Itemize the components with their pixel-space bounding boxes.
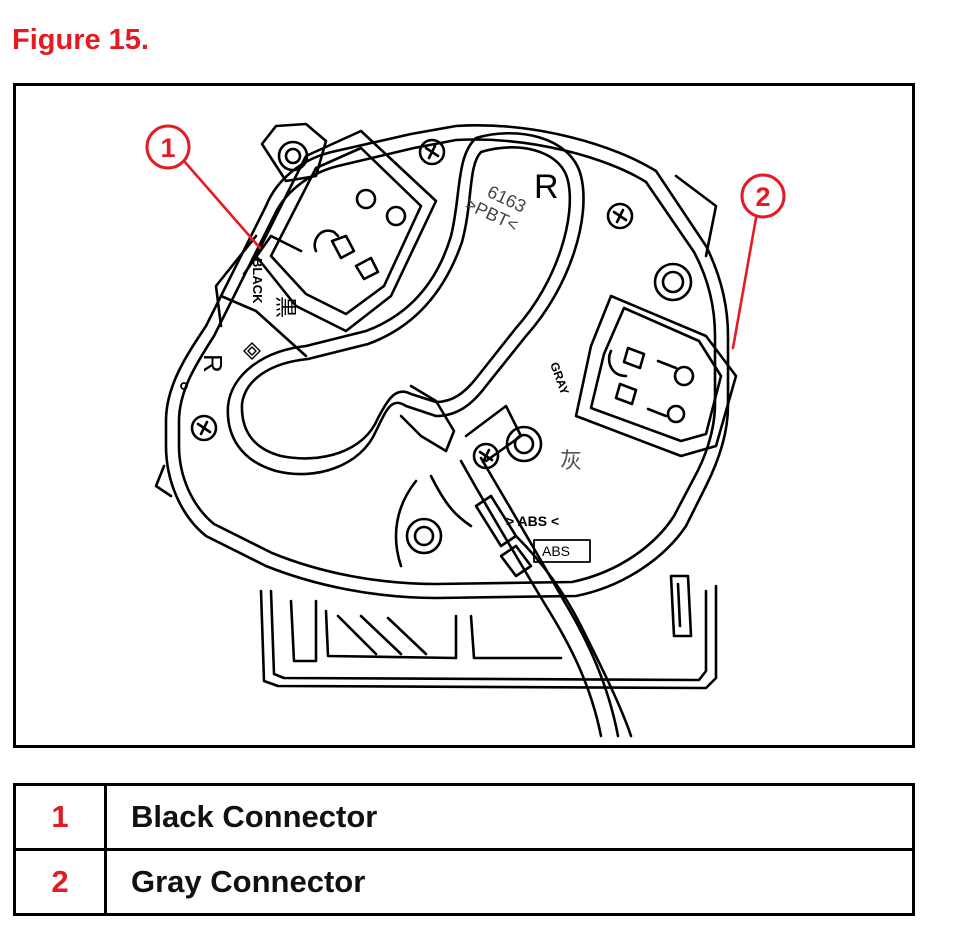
mounting-lugs: [260, 122, 693, 555]
sensor-cover: [226, 131, 585, 476]
legend-row: 2 Gray Connector: [13, 848, 915, 916]
legend-row: 1 Black Connector: [13, 783, 915, 851]
abs-marking-text: > ABS <: [506, 513, 559, 529]
legend-label: Gray Connector: [104, 848, 915, 916]
r-mark-side: R: [198, 354, 228, 373]
black-label-text: BLACK: [250, 258, 265, 304]
r-mark-main: R: [534, 168, 559, 206]
figure-title: Figure 15.: [12, 24, 149, 56]
black-kanji-text: 黒: [272, 296, 297, 318]
gray-label-text: GRAY: [547, 360, 572, 396]
gray-connector: [574, 294, 738, 458]
abs-box-outline: [533, 539, 591, 563]
figure-frame: BLACK 黒 GRAY 灰 R R 6163 >PBT< > ABS < AB…: [13, 83, 915, 748]
base-bracket: [259, 574, 718, 690]
callout-2: 2: [731, 173, 786, 350]
recycle-symbol: [243, 342, 261, 360]
small-hole: [180, 382, 188, 390]
sensor-illustration: BLACK 黒 GRAY 灰 R R 6163 >PBT< > ABS < AB…: [145, 122, 786, 738]
callout-1-number: 1: [160, 133, 175, 163]
legend-number: 2: [13, 848, 107, 916]
legend-table: 1 Black Connector 2 Gray Connector: [13, 783, 915, 916]
black-connector: [219, 129, 438, 358]
wire-harness: [394, 456, 633, 738]
legend-label: Black Connector: [104, 783, 915, 851]
abs-boxed-text: ABS: [542, 543, 570, 559]
gray-kanji-text: 灰: [560, 449, 582, 474]
callout-1: 1: [145, 124, 262, 250]
callout-2-number: 2: [755, 182, 770, 212]
legend-number: 1: [13, 783, 107, 851]
